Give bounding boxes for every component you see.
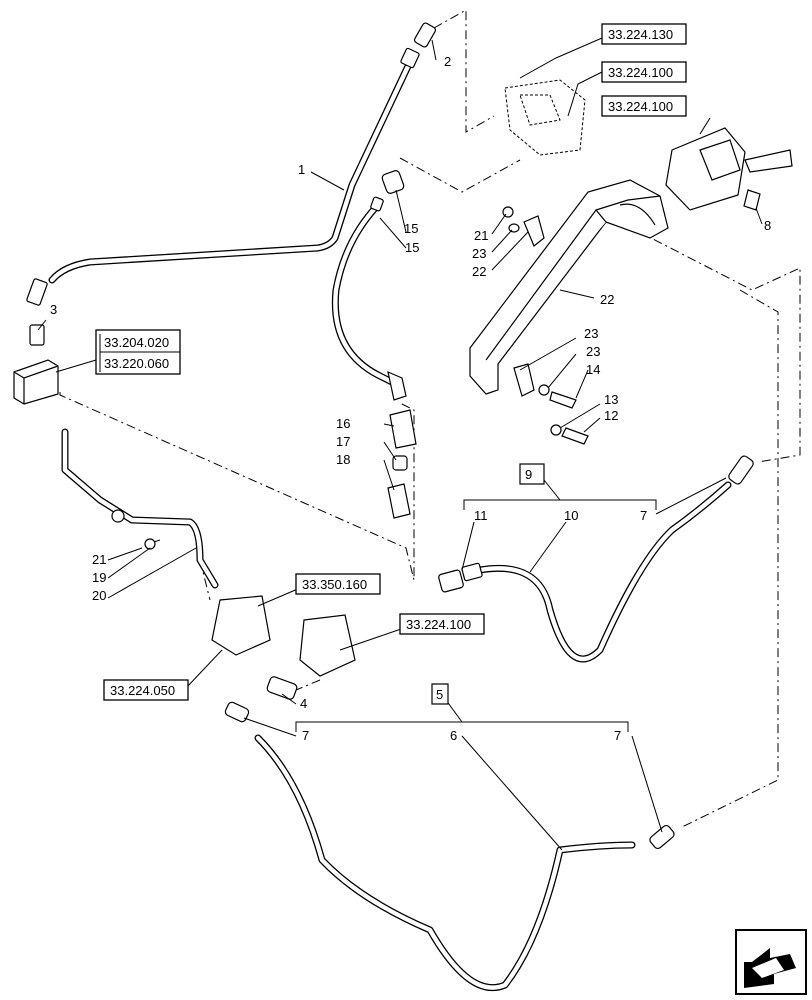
hoses (48, 58, 732, 992)
fittings (13, 22, 754, 850)
callout-21-lower: 23 (584, 326, 598, 341)
reference-boxes: 33.224.130 33.224.100 33.224.100 33.204.… (95, 23, 687, 701)
callout-7-lower-left: 7 (302, 728, 309, 743)
callout-18: 21 (92, 552, 106, 567)
callout-9: 15 (404, 221, 418, 236)
callout-12: 17 (336, 434, 350, 449)
callout-22-mid: 14 (586, 362, 600, 377)
callout-16: 9 (525, 467, 532, 482)
ref-33-350-160[interactable]: 33.350.160 (302, 577, 367, 592)
callout-7-lower-right: 7 (614, 728, 621, 743)
ref-33-224-050[interactable]: 33.224.050 (110, 683, 175, 698)
ref-33-224-100-a[interactable]: 33.224.100 (608, 65, 673, 80)
ref-box-3[interactable] (601, 95, 687, 117)
callout-10: 15 (405, 240, 419, 255)
callout-21-upper: 22 (472, 264, 486, 279)
callout-4: 4 (300, 696, 307, 711)
callout-7-upper: 7 (640, 508, 647, 523)
kit-box-5 (431, 683, 449, 705)
callout-14: 19 (92, 570, 106, 585)
alignment-lines (59, 9, 801, 829)
ref-box-6[interactable] (295, 573, 381, 595)
callout-23-lower: 13 (604, 392, 618, 407)
bracket-assembly (469, 179, 761, 445)
ref-33-224-130[interactable]: 33.224.130 (608, 27, 673, 42)
kit-box-16 (519, 463, 545, 485)
callout-11: 16 (336, 416, 350, 431)
callout-6: 6 (450, 728, 457, 743)
ref-box-2[interactable] (601, 61, 687, 83)
callout-17: 10 (564, 508, 578, 523)
callout-1: 1 (298, 162, 305, 177)
callout-20: 22 (600, 292, 614, 307)
callouts: 2 1 3 15 15 16 17 18 21 19 20 21 23 22 2… (50, 54, 771, 743)
callout-5: 5 (436, 687, 443, 702)
ref-box-1[interactable] (601, 23, 687, 45)
callout-23-upper: 23 (472, 246, 486, 261)
ref-33-204-020[interactable]: 33.204.020 (104, 335, 169, 350)
back-arrow-icon[interactable] (735, 929, 807, 995)
callout-13: 18 (336, 452, 350, 467)
callout-19: 11 (474, 508, 488, 523)
ref-33-224-100-b[interactable]: 33.224.100 (608, 99, 673, 114)
ref-33-224-100-c[interactable]: 33.224.100 (406, 617, 471, 632)
ref-33-220-060[interactable]: 33.220.060 (104, 356, 169, 371)
callout-2: 2 (444, 54, 451, 69)
leader-lines (37, 37, 763, 851)
callout-15-upper: 21 (474, 228, 488, 243)
ref-box-8[interactable] (103, 679, 189, 701)
callout-15: 20 (92, 588, 106, 603)
ref-box-7[interactable] (399, 613, 485, 635)
kit-brackets (295, 479, 657, 732)
callout-3: 3 (50, 302, 57, 317)
callout-23-mid: 23 (586, 344, 600, 359)
callout-22-lower: 12 (604, 408, 618, 423)
valves (211, 79, 793, 677)
callout-8: 8 (764, 218, 771, 233)
